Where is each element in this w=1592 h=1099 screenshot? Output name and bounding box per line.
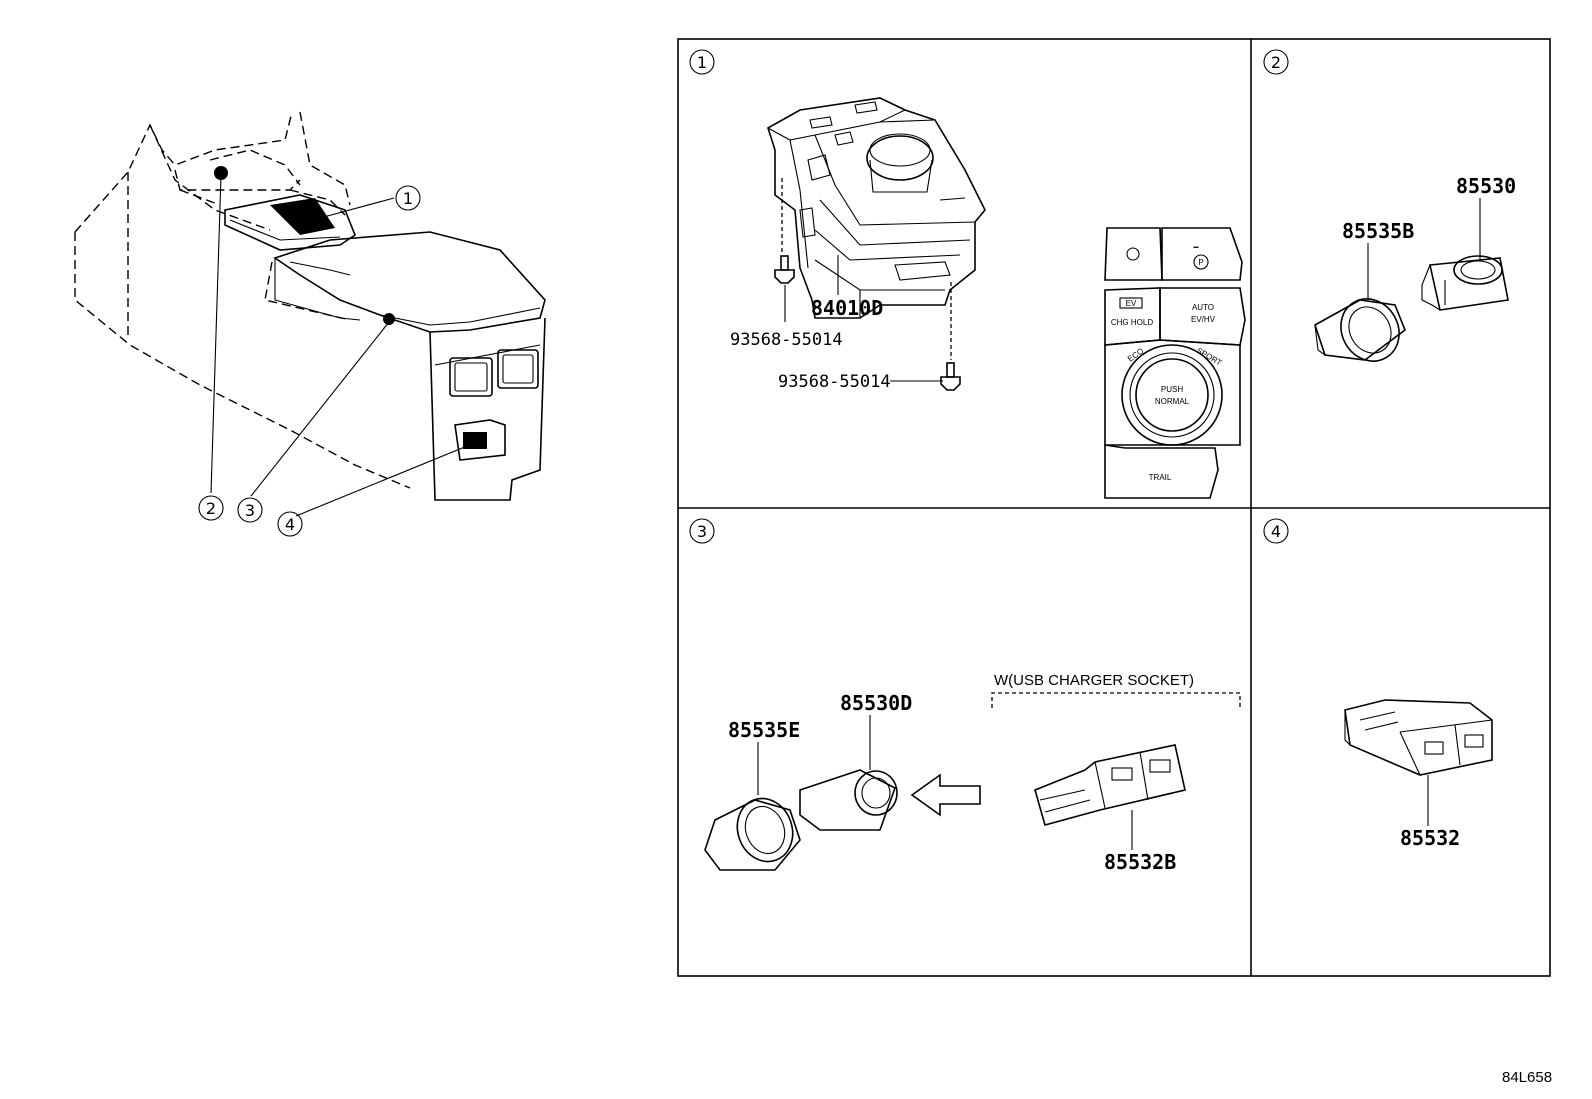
svg-text:━: ━	[1193, 243, 1199, 252]
console-overview	[74, 111, 546, 517]
part-85535B: 85535B	[1342, 219, 1414, 243]
switch-assembly-drawing	[767, 97, 986, 319]
svg-text:P: P	[1198, 258, 1203, 267]
switch-front-view: ━ P EV CHG HOLD AUTO EV/HV ECO SPORT PUS…	[1104, 227, 1246, 499]
callout-2-label: 2	[206, 499, 216, 518]
trail-label: TRAIL	[1149, 473, 1172, 482]
callout-1-label: 1	[403, 189, 413, 208]
auto-sub-label: EV/HV	[1191, 315, 1216, 324]
panel-2-number: 2	[1263, 49, 1289, 75]
callout-3: 3	[237, 497, 263, 523]
part-85532: 85532	[1400, 826, 1460, 850]
panel-4-number: 4	[1263, 518, 1289, 544]
part-93568-55014-upper: 93568-55014	[730, 330, 843, 350]
callout-2: 2	[198, 495, 224, 521]
part-85535E: 85535E	[728, 718, 800, 742]
callout-1: 1	[395, 185, 421, 211]
detail-grid	[677, 38, 1551, 977]
power-socket-85530	[1421, 255, 1509, 311]
part-85532B: 85532B	[1104, 850, 1176, 874]
normal-label: NORMAL	[1155, 397, 1190, 406]
auto-label: AUTO	[1192, 303, 1214, 312]
socket-cap-85535E	[704, 797, 801, 871]
svg-text:2: 2	[1271, 53, 1281, 72]
part-85530D: 85530D	[840, 691, 912, 715]
screw-upper	[774, 255, 795, 284]
usb-charger-85532B	[1034, 744, 1186, 826]
callout-3-label: 3	[245, 501, 255, 520]
part-85530: 85530	[1456, 174, 1516, 198]
part-93568-55014-lower: 93568-55014	[778, 372, 891, 392]
ev-label: EV	[1126, 299, 1137, 308]
callout-4: 4	[277, 511, 303, 537]
svg-text:4: 4	[1271, 522, 1281, 541]
svg-text:1: 1	[697, 53, 707, 72]
reference-code: 84L658	[1502, 1069, 1552, 1086]
svg-text:3: 3	[697, 522, 707, 541]
power-socket-85530D	[799, 769, 898, 831]
push-label: PUSH	[1161, 385, 1183, 394]
socket-cap-85535B	[1314, 298, 1406, 362]
usb-charger-note: W(USB CHARGER SOCKET)	[994, 672, 1194, 689]
screw-lower	[940, 362, 961, 391]
panel-3-number: 3	[689, 518, 715, 544]
callout-4-label: 4	[285, 515, 295, 534]
chg-hold-label: CHG HOLD	[1111, 318, 1153, 327]
part-84010D: 84010D	[811, 296, 883, 320]
arrow-left-icon	[910, 773, 981, 817]
panel-1-number: 1	[689, 49, 715, 75]
sport-label: SPORT	[1195, 346, 1223, 368]
usb-port-85532	[1344, 699, 1493, 776]
